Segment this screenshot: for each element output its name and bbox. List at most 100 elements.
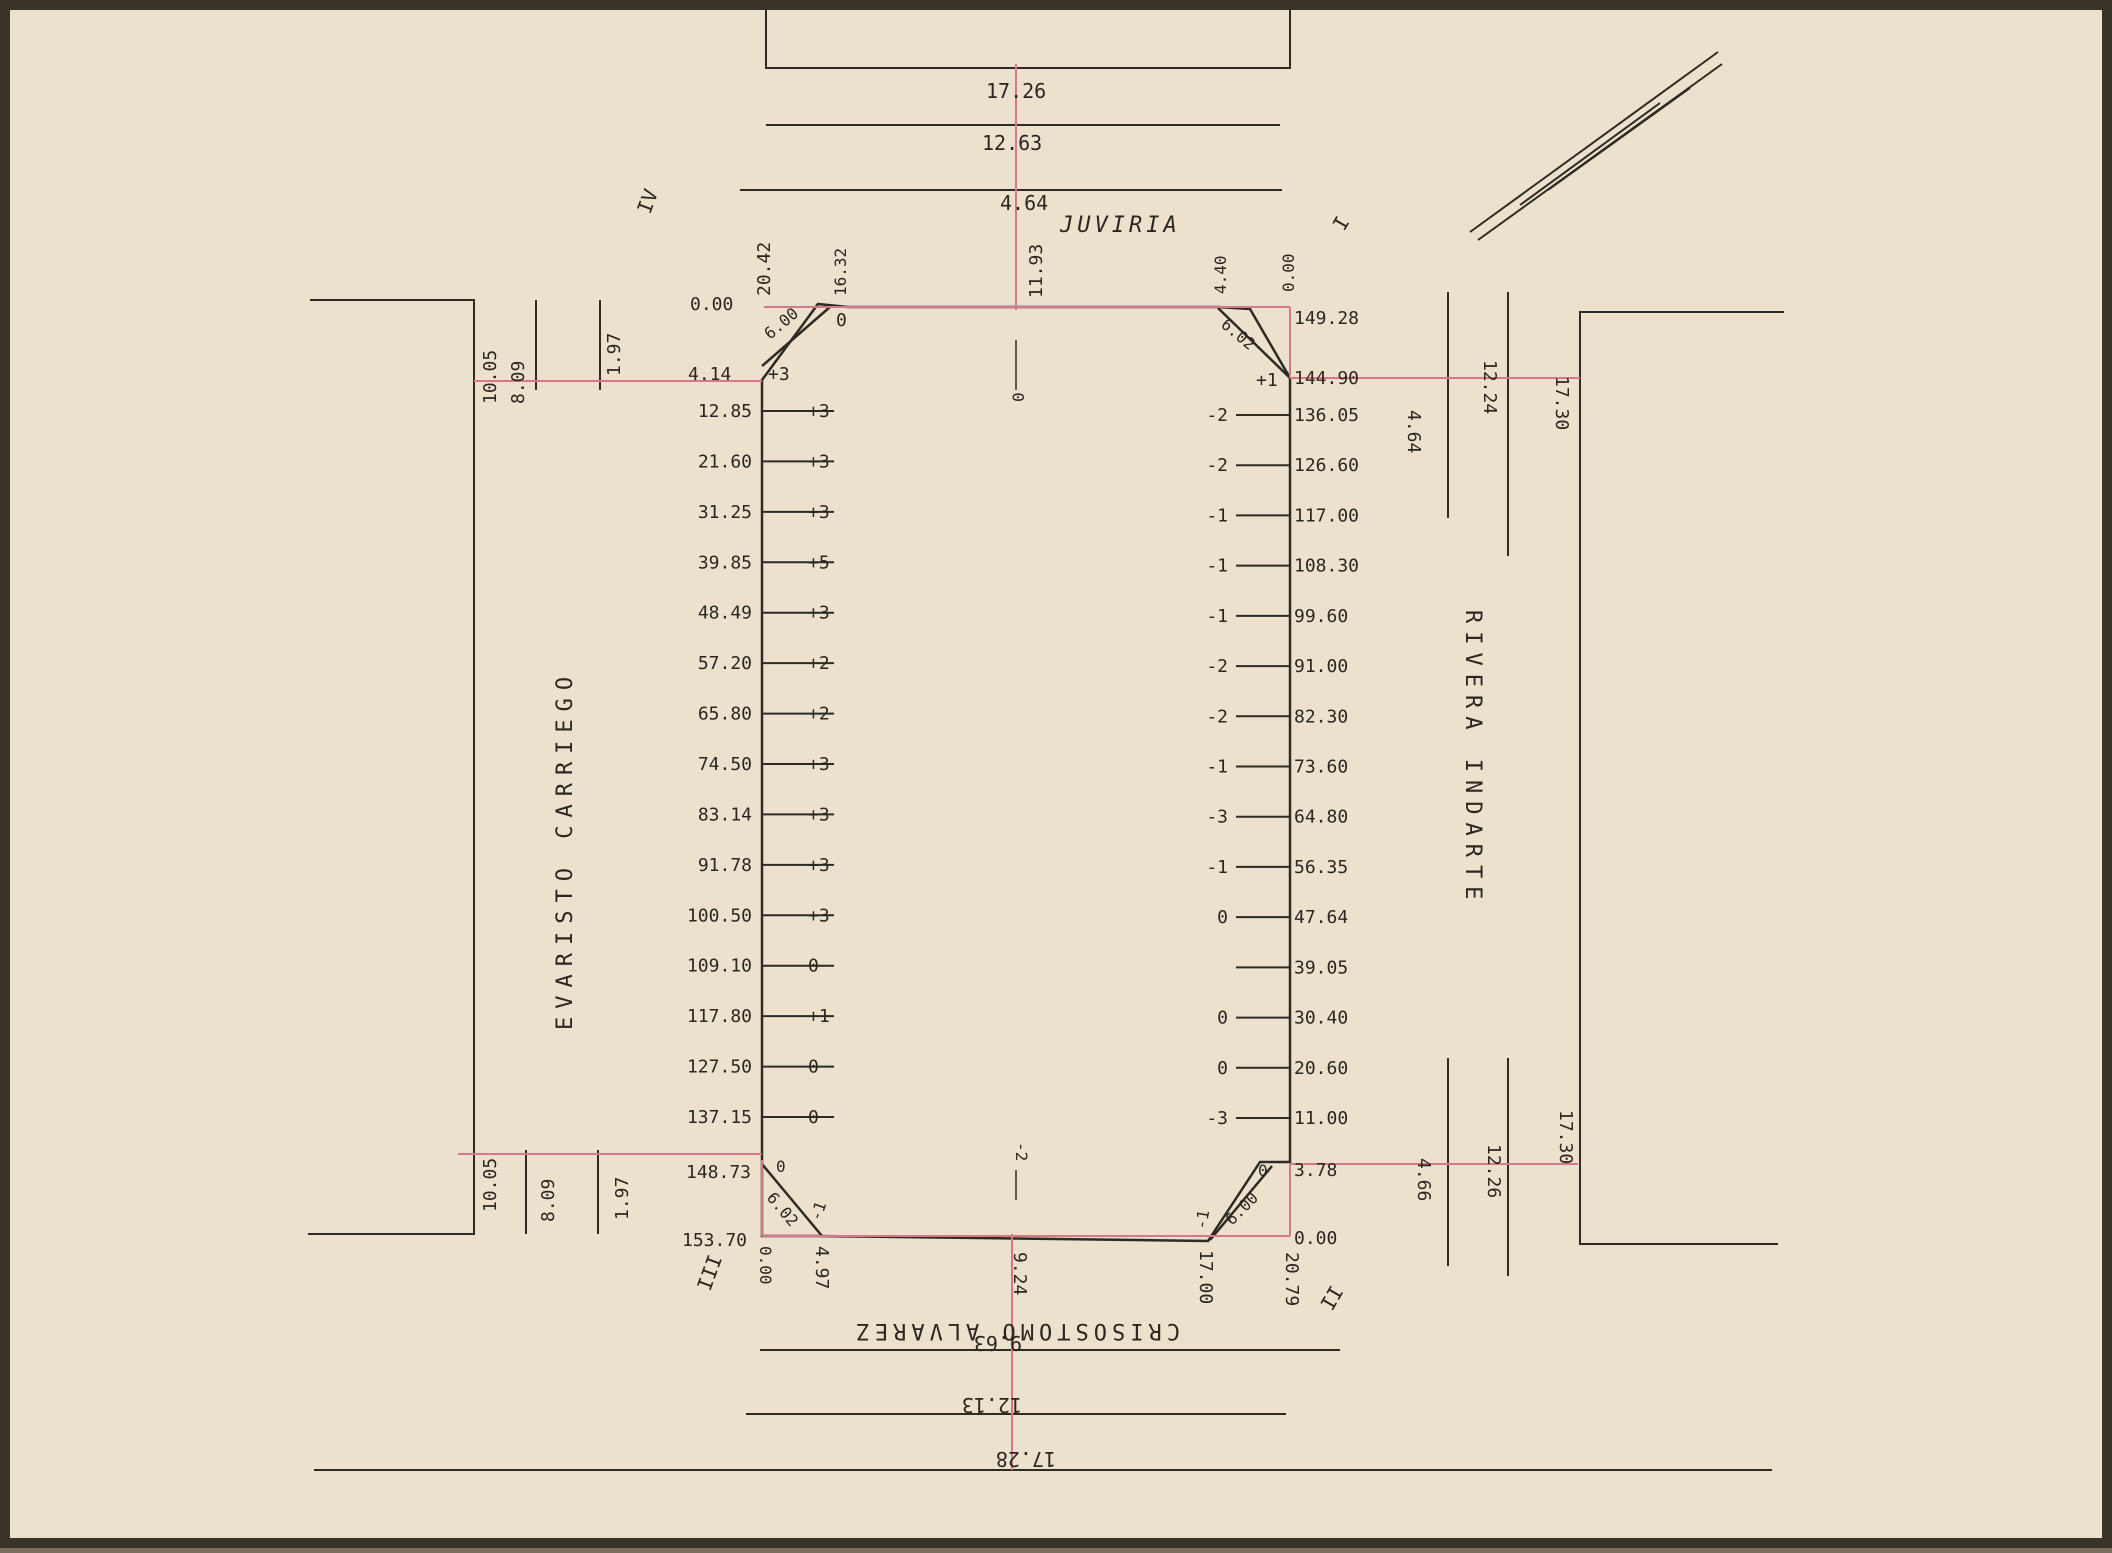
right-station-distance: 73.60 [1294,757,1348,778]
right-station-distance: 20.60 [1294,1058,1348,1079]
right-station-distance: 91.00 [1294,656,1348,677]
left-station-level: +3 [808,502,830,523]
north-arrow-icon [1469,51,1723,241]
right-station-level: -1 [1206,505,1228,526]
top-center-level: 0 [1009,392,1028,402]
top-edge-right-1: 4.40 [1211,255,1230,294]
east-width-top-1: 4.64 [1403,410,1424,453]
left-station-level: +3 [808,855,830,876]
east-width-bottom-1: 4.66 [1413,1158,1434,1201]
left-station-level: +2 [808,653,830,674]
right-station-level: -2 [1206,656,1228,677]
right-station-distance: 126.60 [1294,455,1359,476]
bottom-edge-val-5: 20.79 [1281,1252,1302,1306]
left-station-level: 0 [808,956,819,977]
west-width-bottom-2: 8.09 [538,1179,559,1222]
north-building-outline [765,10,1291,69]
left-station-level: 0 [808,1107,819,1128]
right-station-distance: 99.60 [1294,606,1348,627]
right-station-level: -1 [1206,556,1228,577]
left-top-distance: 0.00 [690,294,733,315]
right-station-level: -2 [1206,455,1228,476]
left-station-distance: 48.49 [698,603,752,624]
east-width-top-3: 17.30 [1551,376,1572,430]
nw-chamfer-line [761,306,831,367]
right-station-level: 0 [1217,1058,1228,1079]
right-station-level: 0 [1217,1008,1228,1029]
left-station-level: +5 [808,552,830,573]
west-width-bottom-1: 10.05 [480,1158,501,1212]
right-top-distance: 149.28 [1294,308,1359,329]
left-station-level: +3 [808,451,830,472]
east-width-bottom-3: 17.30 [1555,1110,1576,1164]
left-chamfer-end: 4.14 [688,364,731,385]
sw-chamfer-line [761,1163,823,1237]
right-station-level: -1 [1206,857,1228,878]
east-block-outline [1579,311,1784,1245]
right-bottom-distance: 0.00 [1294,1228,1337,1249]
left-station-distance: 39.85 [698,552,752,573]
street-name-north: JUVIRIA [1059,213,1181,238]
left-station-level: +3 [808,804,830,825]
level-sw-top: 0 [776,1157,786,1176]
right-station-distance: 56.35 [1294,857,1348,878]
right-station-level: -2 [1206,405,1228,426]
west-width-top-2: 8.09 [508,361,529,404]
level-nw-bottom: +3 [768,364,790,385]
ne-chamfer-line [1217,307,1291,379]
level-nw-top: 0 [836,310,847,331]
left-station-distance: 137.15 [687,1107,752,1128]
bottom-edge-val-1: 0.00 [756,1246,775,1285]
right-station-level: -1 [1206,757,1228,778]
west-width-top-1: 10.05 [480,350,501,404]
east-width-top-2: 12.24 [1479,360,1500,414]
left-station-distance: 65.80 [698,704,752,725]
right-chamfer-start: 3.78 [1294,1160,1337,1181]
street-name-west: EVARISTO CARRIEGO [553,669,578,1030]
left-station-distance: 127.50 [687,1057,752,1078]
right-station-distance: 82.30 [1294,706,1348,727]
street-name-south: CRISOSTOMO ALVAREZ [852,1318,1180,1343]
left-station-distance: 109.10 [687,956,752,977]
right-station-level: -2 [1206,706,1228,727]
right-station-distance: 117.00 [1294,505,1359,526]
se-chamfer-line [1209,1165,1273,1241]
paper [10,10,2102,1538]
right-side-stations: 136.05-2126.60-2117.00-1108.30-199.60-19… [1206,405,1359,1129]
right-station-level: -1 [1206,606,1228,627]
left-station-level: +3 [808,905,830,926]
north-width-1: 17.26 [986,79,1046,103]
right-station-distance: 64.80 [1294,807,1348,828]
left-chamfer-start: 148.73 [686,1162,751,1183]
right-station-distance: 30.40 [1294,1008,1348,1029]
left-station-level: +3 [808,401,830,422]
right-station-distance: 39.05 [1294,957,1348,978]
level-se-bottom: -1 [1191,1208,1213,1230]
bottom-center-level: -2 [1012,1142,1031,1161]
bottom-edge-val-4: 17.00 [1195,1250,1216,1304]
left-station-distance: 83.14 [698,804,752,825]
right-chamfer-end: 144.90 [1294,368,1359,389]
top-edge-mid: 11.93 [1026,244,1047,298]
top-edge-left-2: 16.32 [831,248,850,296]
south-width-1: 9.63 [974,1331,1022,1355]
left-station-distance: 57.20 [698,653,752,674]
bottom-edge-val-2: 4.97 [811,1246,832,1289]
street-name-east: RIVERA INDARTE [1460,610,1485,907]
left-station-distance: 117.80 [687,1006,752,1027]
left-station-distance: 74.50 [698,754,752,775]
west-width-bottom-3: 1.97 [612,1177,633,1220]
left-station-distance: 91.78 [698,855,752,876]
west-block-outline [308,299,475,1235]
south-width-3: 17.28 [996,1447,1056,1471]
left-side-stations: 12.85+321.60+331.25+339.85+548.49+357.20… [687,401,834,1128]
north-width-2: 12.63 [982,131,1042,155]
left-station-level: +3 [808,754,830,775]
left-station-distance: 100.50 [687,905,752,926]
bottom-edge-val-3: 9.24 [1009,1252,1030,1295]
right-station-level: -3 [1206,807,1228,828]
right-station-distance: 108.30 [1294,556,1359,577]
left-station-level: +1 [808,1006,830,1027]
street-lines [308,10,1784,1471]
